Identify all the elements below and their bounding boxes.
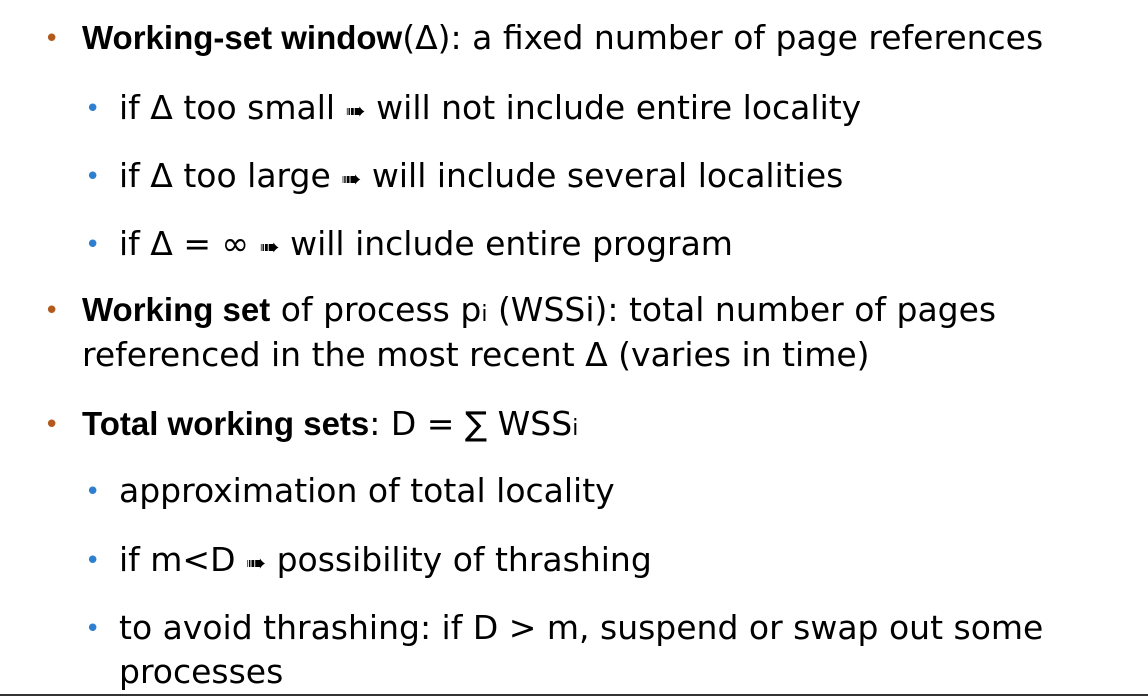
bullet-rest-b: (WSSi): total number of pages <box>497 290 997 329</box>
sub-bullet-text: if Δ too small ➠ will not include entire… <box>119 86 861 133</box>
bullet-text: Working set of process pi (WSSi): total … <box>82 288 996 337</box>
arrow-icon: ➠ <box>245 549 267 577</box>
sub-post: possibility of thrashing <box>276 540 652 579</box>
bullet-rest-a: of process p <box>280 290 482 329</box>
sub-pre: if Δ = ∞ <box>119 224 249 263</box>
bold-term: Total working sets <box>82 405 370 442</box>
bold-term: Working set <box>82 291 271 328</box>
sub-bullet-text: if Δ = ∞ ➠ will include entire program <box>119 222 733 269</box>
sub-pre: if m<D <box>119 540 236 579</box>
sub-bullet-marker: • <box>85 162 101 192</box>
sub-bullet-marker: • <box>85 230 101 260</box>
bold-term: Working-set window <box>82 19 403 56</box>
bullet-rest: : D = ∑ WSS <box>369 404 573 443</box>
bullet-text: Total working sets: D = ∑ WSSi <box>82 402 578 451</box>
subscript-i: i <box>481 302 488 327</box>
sub-post: will include several localities <box>371 156 844 195</box>
bullet-text: Working-set window(Δ): a fixed number of… <box>82 16 1043 60</box>
sub-post: will include entire program <box>290 224 733 263</box>
bullet-marker: • <box>44 410 60 440</box>
sub-pre: if Δ too small <box>119 88 336 127</box>
sub-bullet-marker: • <box>85 94 101 124</box>
arrow-icon: ➠ <box>259 233 280 261</box>
bullet-rest: (Δ): a fixed number of page references <box>402 18 1044 57</box>
sub-bullet-text: if m<D ➠ possibility of thrashing <box>119 538 652 585</box>
bottom-rule <box>0 694 1148 696</box>
subscript-i: i <box>572 416 579 441</box>
sub-bullet-text-line2: processes <box>119 652 284 691</box>
bullet-marker: • <box>44 296 60 326</box>
bullet-marker: • <box>44 24 60 54</box>
bullet-text-line2: referenced in the most recent Δ (varies … <box>82 335 870 374</box>
sub-post: will not include entire locality <box>376 88 862 127</box>
arrow-icon: ➠ <box>345 97 366 125</box>
sub-bullet-text: to avoid thrashing: if D > m, suspend or… <box>119 608 1044 647</box>
sub-bullet-marker: • <box>85 614 101 644</box>
sub-bullet-text: if Δ too large ➠ will include several lo… <box>119 154 843 201</box>
sub-bullet-marker: • <box>85 477 101 507</box>
sub-bullet-text: approximation of total locality <box>119 471 615 510</box>
sub-bullet-marker: • <box>85 546 101 576</box>
arrow-icon: ➠ <box>341 165 362 193</box>
sub-pre: if Δ too large <box>119 156 331 195</box>
